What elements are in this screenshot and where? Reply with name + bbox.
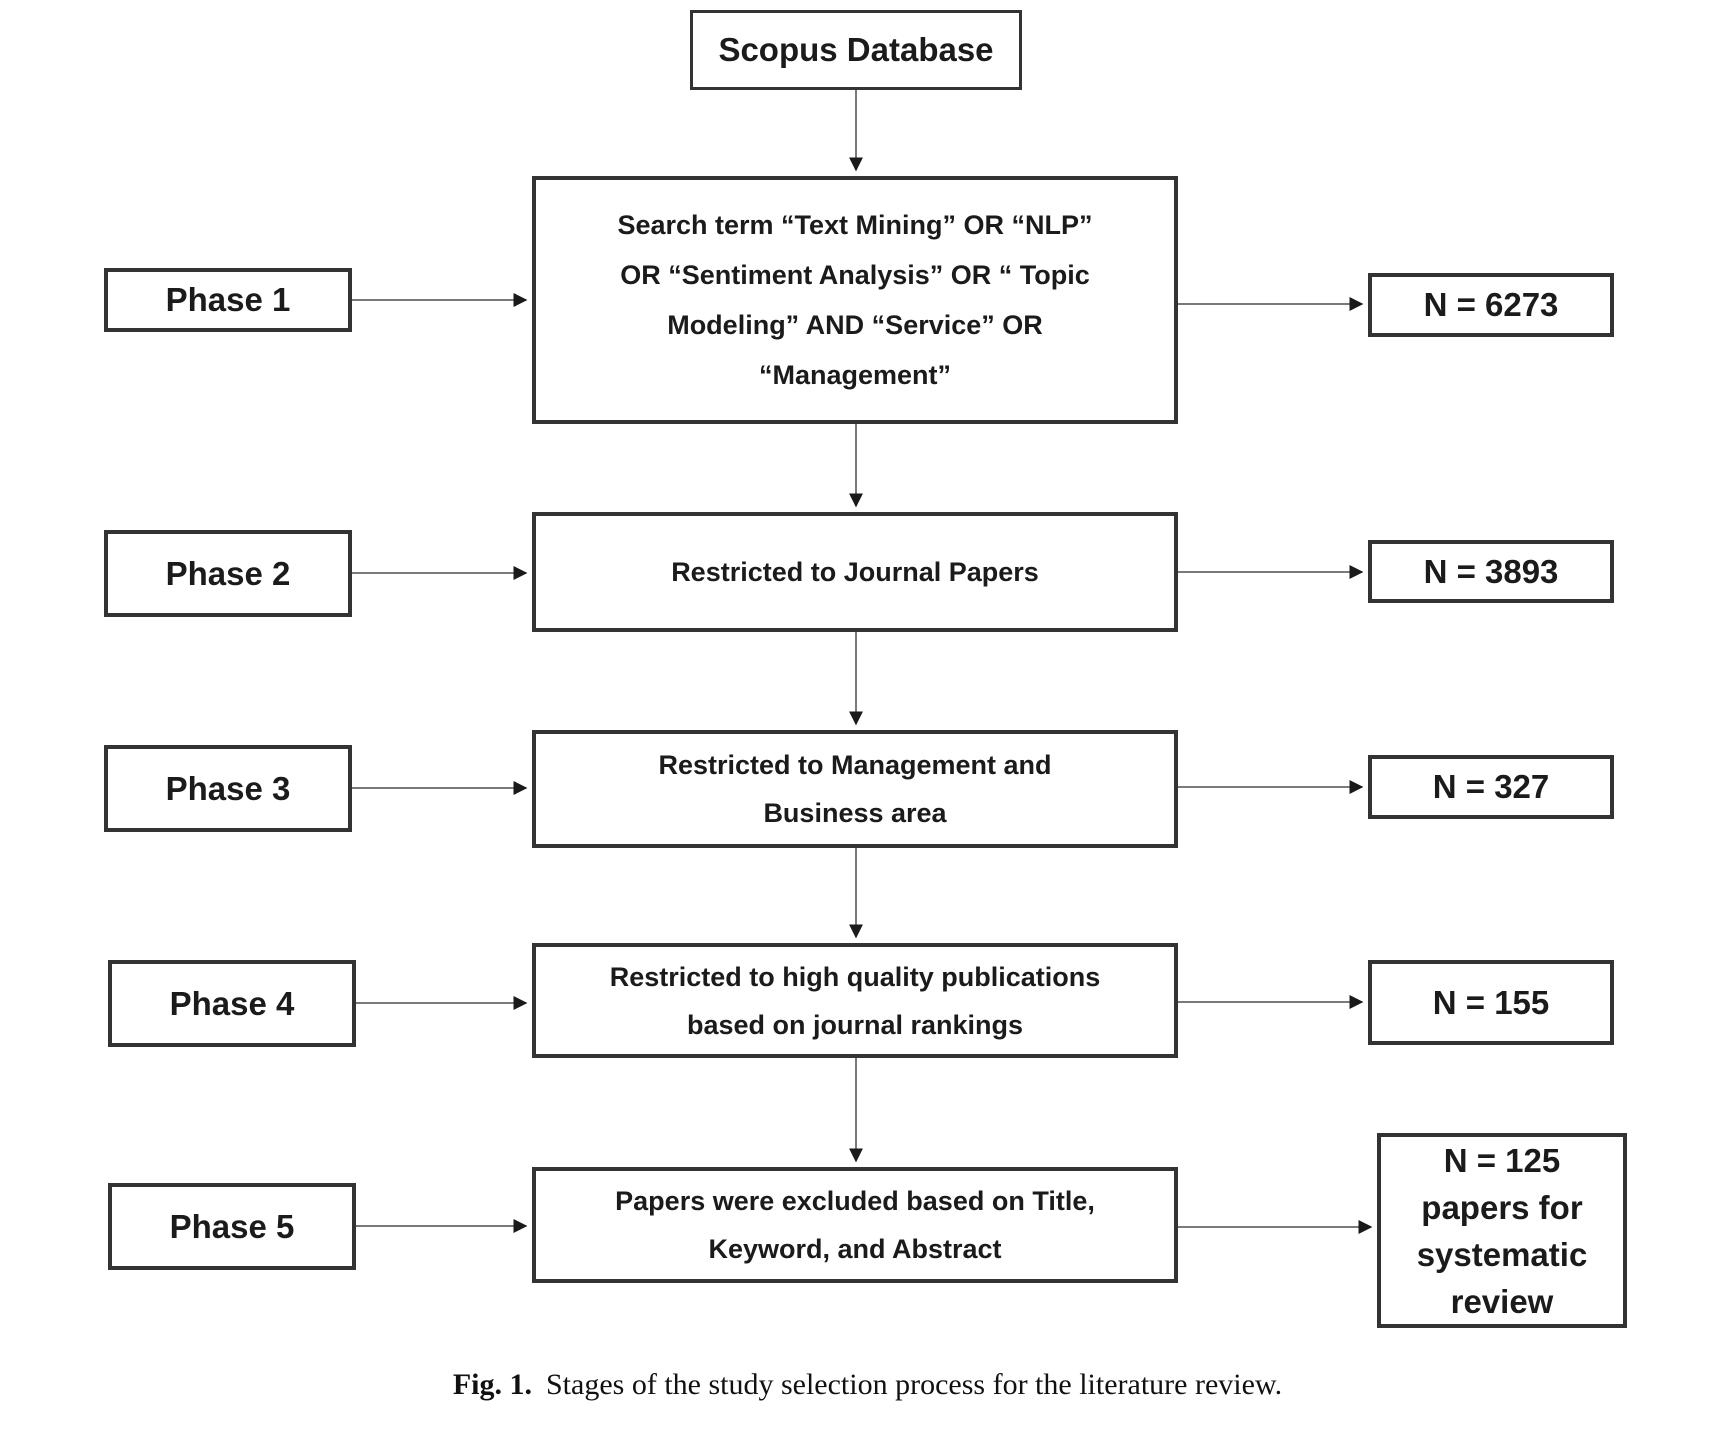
phase-5-result-box: N = 125 papers for systematic review	[1377, 1133, 1627, 1328]
phase-3-result-box: N = 327	[1368, 755, 1614, 819]
phase-5-label-box: Phase 5	[108, 1183, 356, 1270]
phase-5-step-box: Papers were excluded based on Title, Key…	[532, 1167, 1178, 1283]
scopus-database-box: Scopus Database	[690, 10, 1022, 90]
phase-1-label-box: Phase 1	[104, 268, 352, 332]
phase-4-step-box: Restricted to high quality publications …	[532, 943, 1178, 1058]
phase-1-result-box: N = 6273	[1368, 273, 1614, 337]
figure-caption-label: Fig. 1.	[452, 1368, 532, 1401]
figure-caption-text: Stages of the study selection process fo…	[546, 1368, 1283, 1401]
phase-4-label-box: Phase 4	[108, 960, 356, 1047]
figure-caption: Fig. 1. Stages of the study selection pro…	[0, 1368, 1735, 1402]
phase-3-step-box: Restricted to Management and Business ar…	[532, 730, 1178, 848]
phase-2-step-box: Restricted to Journal Papers	[532, 512, 1178, 632]
phase-4-result-box: N = 155	[1368, 960, 1614, 1045]
phase-2-label-box: Phase 2	[104, 530, 352, 617]
phase-2-result-box: N = 3893	[1368, 540, 1614, 603]
phase-3-label-box: Phase 3	[104, 745, 352, 832]
phase-1-step-box: Search term “Text Mining” OR “NLP” OR “S…	[532, 176, 1178, 424]
